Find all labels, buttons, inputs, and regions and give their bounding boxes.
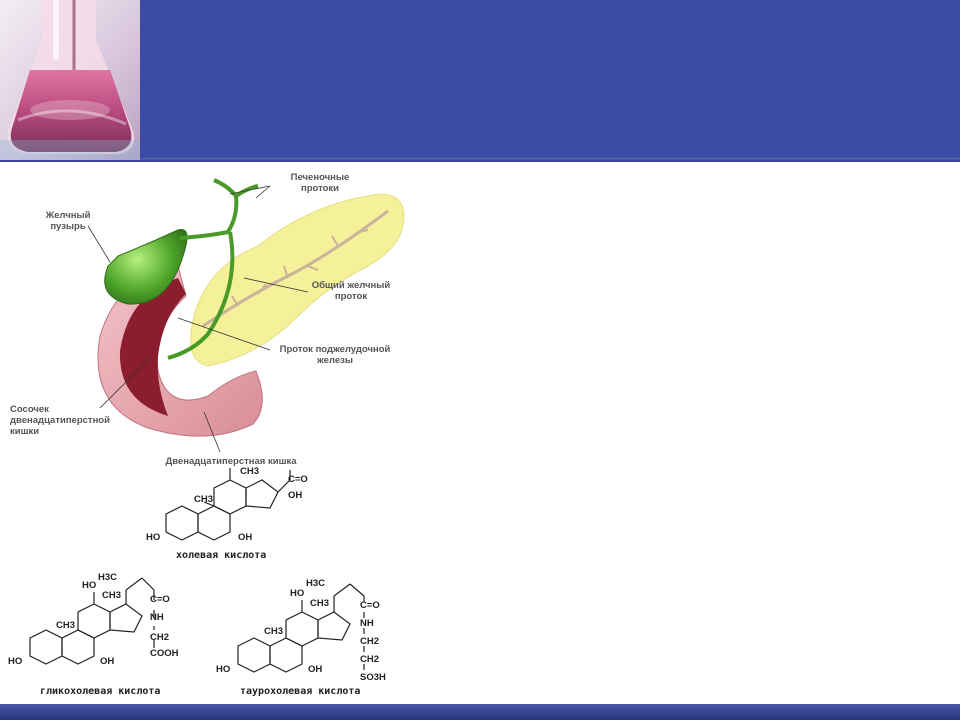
glyco-co: C=O <box>150 594 170 605</box>
taurocholic-acid-structure: HO OH HO H3C CH3 CH3 C=O NH CH2 CH2 SO3H… <box>214 574 414 702</box>
taurocholic-acid-name: таурохолевая кислота <box>240 686 361 697</box>
label-duodenum: Двенадцатиперстная кишка <box>165 456 297 467</box>
slide-footer-band <box>0 704 960 720</box>
glyco-nh: NH <box>150 612 164 623</box>
steroid-skeleton-taurocholic <box>237 583 365 673</box>
header-divider <box>0 158 960 162</box>
tauro-nh: NH <box>360 618 374 629</box>
cholic-ch3-a: CH3 <box>194 494 214 505</box>
cholic-acid-structure: HO OH CH3 CH3 C=O OH холевая кислота <box>140 462 340 562</box>
label-pancreatic-duct: Проток поджелудочной железы <box>279 344 391 366</box>
cholic-ch3-b: CH3 <box>240 466 260 477</box>
tauro-ho: HO <box>216 664 231 675</box>
tauro-ch3-a: CH3 <box>264 626 284 637</box>
label-hepatic-ducts: Печеночные протоки <box>290 172 350 194</box>
glyco-ho12: HO <box>82 580 97 591</box>
cholic-oh-acid: OH <box>288 490 303 501</box>
biliary-anatomy-illustration: Печеночные протоки Желчный пузырь Общий … <box>8 166 408 467</box>
glyco-ch2: CH2 <box>150 632 170 643</box>
tauro-so3h: SO3H <box>360 672 386 683</box>
glycocholic-acid-structure: HO OH HO H3C CH3 CH3 C=O NH CH2 COOH гли… <box>6 568 206 702</box>
tauro-ch2-b: CH2 <box>360 654 380 665</box>
tauro-ch3-b: CH3 <box>310 598 330 609</box>
glyco-h3c: H3C <box>98 572 118 583</box>
gallbladder-shape <box>104 229 188 305</box>
cholic-ho: HO <box>146 532 161 543</box>
label-common-bile-duct: Общий желчный проток <box>311 280 391 302</box>
cholic-acid-name: холевая кислота <box>176 550 267 561</box>
label-papilla: Сосочек двенадцатиперстной кишки <box>10 404 110 437</box>
steroid-skeleton-cholic <box>165 468 291 541</box>
tauro-oh7: OH <box>308 664 323 675</box>
cholic-co: C=O <box>288 474 308 485</box>
tauro-co: C=O <box>360 600 380 611</box>
tauro-h3c: H3C <box>306 578 326 589</box>
glyco-ho: HO <box>8 656 23 667</box>
glyco-ch3-b: CH3 <box>102 590 122 601</box>
tauro-ch2-a: CH2 <box>360 636 380 647</box>
glyco-oh7: OH <box>100 656 115 667</box>
glyco-cooh: COOH <box>150 648 179 659</box>
glyco-ch3-a: CH3 <box>56 620 76 631</box>
cholic-oh7: OH <box>238 532 253 543</box>
tauro-ho12: HO <box>290 588 305 599</box>
steroid-skeleton-glycocholic <box>29 577 155 665</box>
slide-header-band <box>0 0 960 160</box>
glycocholic-acid-name: гликохолевая кислота <box>40 686 161 697</box>
flask-icon <box>0 0 140 160</box>
label-gallbladder: Желчный пузырь <box>45 210 91 232</box>
